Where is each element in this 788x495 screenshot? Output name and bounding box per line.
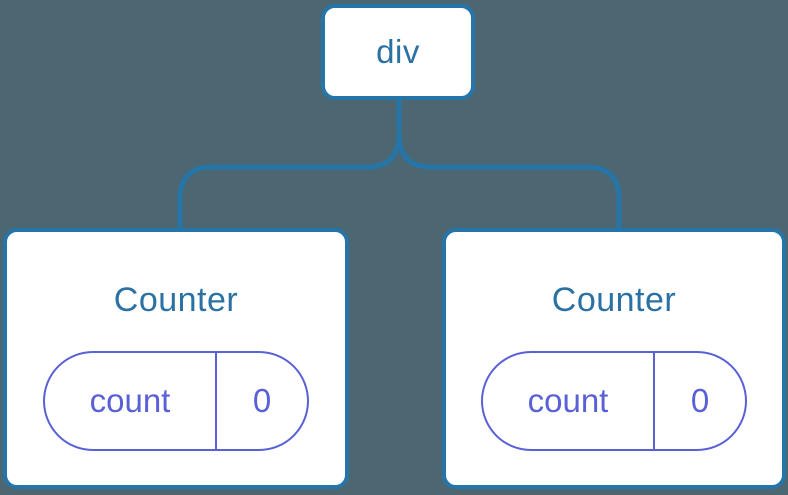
- root-node-label: div: [376, 33, 420, 70]
- component-title: Counter: [113, 281, 239, 319]
- component-card-right: Counter count 0: [442, 228, 786, 489]
- component-title: Counter: [551, 281, 677, 319]
- state-value: 0: [690, 382, 710, 419]
- state-value: 0: [252, 382, 272, 419]
- state-key: count: [483, 353, 655, 449]
- connector-left-branch: [177, 97, 402, 229]
- root-node: div: [321, 4, 475, 100]
- state-pill: count 0: [481, 351, 747, 451]
- component-card-left: Counter count 0: [3, 228, 349, 489]
- connector-right-branch: [396, 97, 622, 229]
- state-key: count: [45, 353, 217, 449]
- state-pill: count 0: [43, 351, 309, 451]
